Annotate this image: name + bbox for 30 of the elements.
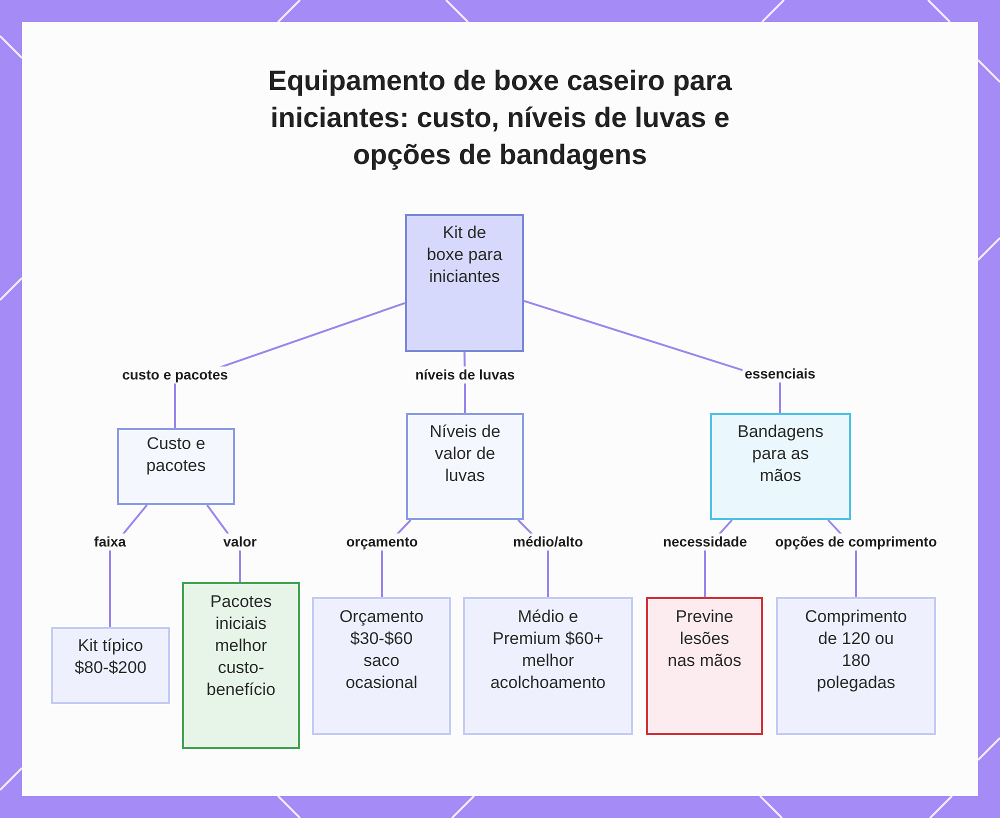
node-label: Kit de boxe para iniciantes xyxy=(426,222,504,288)
detail-box xyxy=(463,597,633,735)
edge-label: orçamento xyxy=(344,534,420,550)
node-label: Kit típico $80-$200 xyxy=(74,635,148,679)
topic-box xyxy=(117,428,235,505)
topic-box xyxy=(710,413,851,520)
edge-label: valor xyxy=(221,534,259,550)
edge-label: essenciais xyxy=(742,366,818,382)
detail-box xyxy=(776,597,936,735)
detail-box xyxy=(312,597,451,735)
edge-label: níveis de luvas xyxy=(413,366,517,384)
node-label: Comprimento de 120 ou 180 polegadas xyxy=(804,606,908,694)
diagram-title: Equipamento de boxe caseiro para iniciantes: custo, níveis de luvas e opções de bandagens xyxy=(267,64,733,172)
node-label: Pacotes iniciais melhor custo-benefício xyxy=(206,591,276,701)
highlight-box xyxy=(182,582,300,749)
node-label: Médio e Premium $60+ melhor acolchoamento xyxy=(489,606,607,694)
root-topic-box xyxy=(405,214,524,352)
node-label: Orçamento $30-$60 saco ocasional xyxy=(338,606,425,694)
edge-label: médio/alto xyxy=(511,534,585,550)
edge-label: faixa xyxy=(92,534,128,550)
node-label: Bandagens para as mãos xyxy=(736,421,825,487)
warning-box xyxy=(646,597,763,735)
edge-label: custo e pacotes xyxy=(120,366,230,384)
edge-label: opções de comprimento xyxy=(773,534,939,550)
node-label: Custo e pacotes xyxy=(145,433,207,477)
node-label: Previne lesões nas mãos xyxy=(666,606,742,672)
edge-label: necessidade xyxy=(660,534,750,550)
node-label: Níveis de valor de luvas xyxy=(428,421,502,487)
topic-box xyxy=(406,413,524,520)
detail-box xyxy=(51,627,170,704)
